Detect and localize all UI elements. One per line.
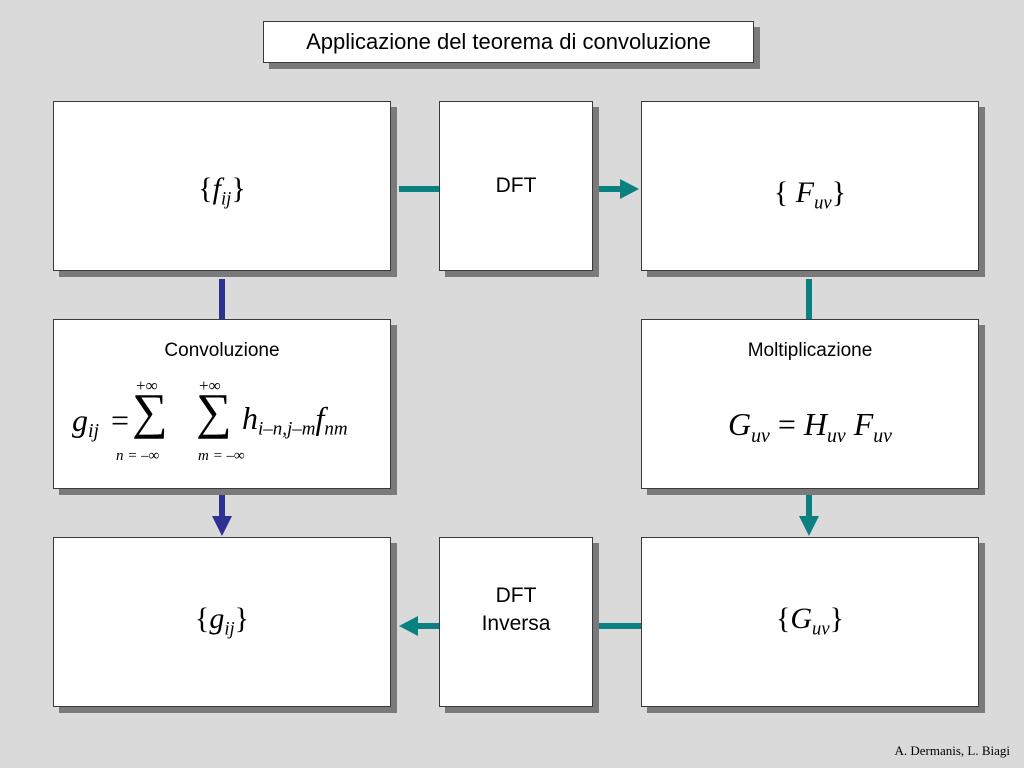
dft-inversa-label-wrap: DFT Inversa bbox=[440, 538, 592, 706]
sum2-lower: m = –∞ bbox=[198, 448, 245, 464]
brace-close: } bbox=[831, 176, 847, 209]
var-f: f bbox=[315, 400, 325, 436]
sub-ij: ij bbox=[221, 188, 232, 210]
arrowhead-mult-to-G bbox=[799, 516, 819, 536]
box-G-uv: {Guv} bbox=[641, 537, 979, 707]
box-f-ij: {fij} bbox=[53, 101, 391, 271]
sub-ij: ij bbox=[88, 420, 100, 442]
sum1-lower: n = –∞ bbox=[116, 448, 160, 464]
sub-uv: uv bbox=[812, 618, 830, 640]
dft-label-wrap: DFT bbox=[440, 102, 592, 270]
var-F: F bbox=[795, 176, 815, 209]
brace-open: { bbox=[773, 176, 796, 209]
conv-lhs: gij bbox=[72, 402, 99, 443]
box-convoluzione: Convoluzione gij = +∞ ∑ n = –∞ +∞ ∑ m = … bbox=[53, 319, 391, 489]
mult-formula: Guv = Huv Fuv bbox=[728, 406, 892, 447]
arrowhead-dft-to-F bbox=[620, 179, 639, 199]
var-f: f bbox=[212, 172, 221, 205]
conv-rhs: hi–n,j–mfnm bbox=[242, 400, 348, 441]
dft-inversa-line1: DFT bbox=[495, 584, 537, 607]
box-F-uv: { Fuv} bbox=[641, 101, 979, 271]
sub-i-n-j-m: i–n,j–m bbox=[258, 418, 316, 440]
box-g-ij: {gij} bbox=[53, 537, 391, 707]
set-f-ij: {fij} bbox=[54, 172, 390, 211]
sum2-sigma: ∑ bbox=[196, 383, 232, 439]
convoluzione-label: Convoluzione bbox=[164, 340, 280, 361]
box-dft: DFT bbox=[439, 101, 593, 271]
var-g: g bbox=[72, 402, 88, 438]
set-F-uv: { Fuv} bbox=[642, 176, 978, 215]
title-box: Applicazione del teorema di convoluzione bbox=[263, 21, 754, 63]
var-G: G bbox=[790, 602, 813, 635]
dft-inversa-line2: Inversa bbox=[481, 612, 551, 636]
sum1-upper: +∞ bbox=[136, 376, 158, 395]
brace-open: { bbox=[198, 172, 213, 205]
box-dft-inversa: DFT Inversa bbox=[439, 537, 593, 707]
var-g: g bbox=[209, 602, 225, 635]
sub-nm: nm bbox=[324, 418, 348, 440]
conv-equals: = bbox=[111, 402, 130, 438]
brace-close: } bbox=[231, 172, 246, 205]
author-credit: A. Dermanis, L. Biagi bbox=[894, 743, 1010, 758]
box-moltiplicazione: Moltiplicazione Guv = Huv Fuv bbox=[641, 319, 979, 489]
diagram-title: Applicazione del teorema di convoluzione bbox=[306, 29, 711, 54]
dft-label: DFT bbox=[495, 174, 537, 198]
arrowhead-dftinv-to-g bbox=[399, 616, 418, 636]
var-h: h bbox=[242, 400, 258, 436]
sub-ij: ij bbox=[224, 618, 235, 640]
arrowhead-conv-to-g bbox=[212, 516, 232, 536]
sum1-sigma: ∑ bbox=[132, 383, 168, 439]
sum2-upper: +∞ bbox=[199, 376, 221, 395]
sub-uv: uv bbox=[814, 192, 832, 214]
set-G-uv: {Guv} bbox=[775, 602, 845, 640]
set-g-ij: {gij} bbox=[194, 602, 250, 640]
moltiplicazione-label: Moltiplicazione bbox=[747, 340, 873, 361]
